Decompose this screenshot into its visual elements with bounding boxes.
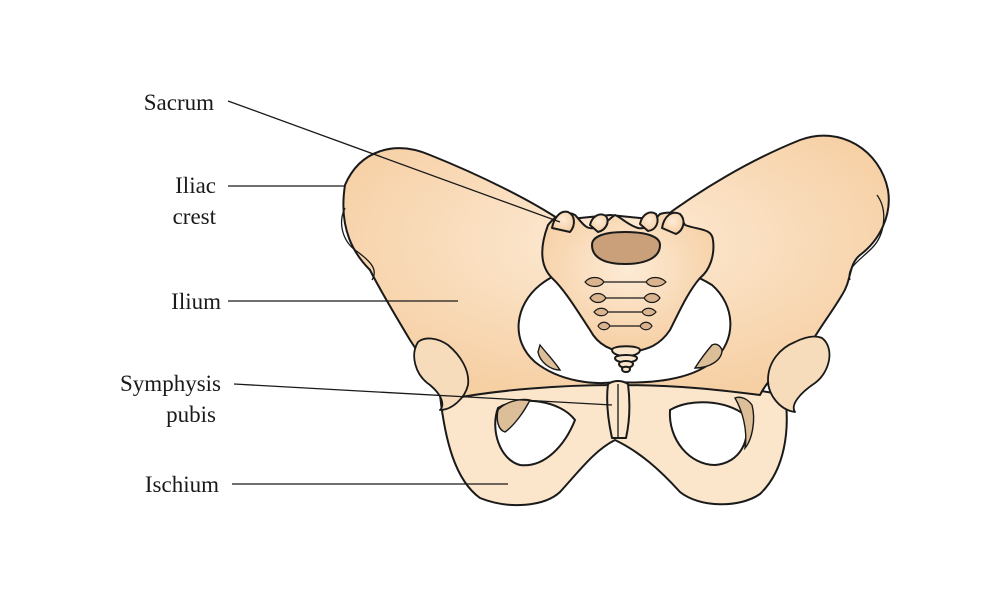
right-acetabulum-rim [767, 335, 831, 413]
inlet-shade-right [693, 343, 723, 369]
label-symphysis-line2: pubis [166, 402, 216, 427]
right-iliac-tubercle [848, 194, 885, 281]
obturator-shade-right [733, 396, 755, 451]
sacral-foramina [584, 276, 667, 331]
obturator-foramen-right [668, 401, 748, 467]
leader-symphysis [233, 383, 613, 406]
coccyx [611, 345, 641, 373]
inlet-shade-left [537, 343, 562, 371]
label-iliac-crest-line1: Iliac [175, 173, 216, 198]
sacral-ala-right [661, 211, 685, 235]
sacral-facet-right [639, 211, 659, 232]
label-iliac-crest-line2: crest [173, 204, 217, 229]
obturator-shade-left [496, 398, 532, 433]
sacral-ala-left [551, 210, 575, 233]
left-iliac-tubercle [341, 207, 375, 281]
left-acetabulum-rim [413, 337, 470, 411]
label-ilium: Ilium [171, 289, 221, 314]
sacral-facet-left [589, 213, 609, 233]
label-sacrum: Sacrum [144, 90, 214, 115]
label-ischium: Ischium [145, 472, 219, 497]
sacral-body-disc [590, 230, 662, 266]
label-symphysis-line1: Symphysis [120, 371, 221, 396]
leader-sacrum [227, 100, 561, 223]
